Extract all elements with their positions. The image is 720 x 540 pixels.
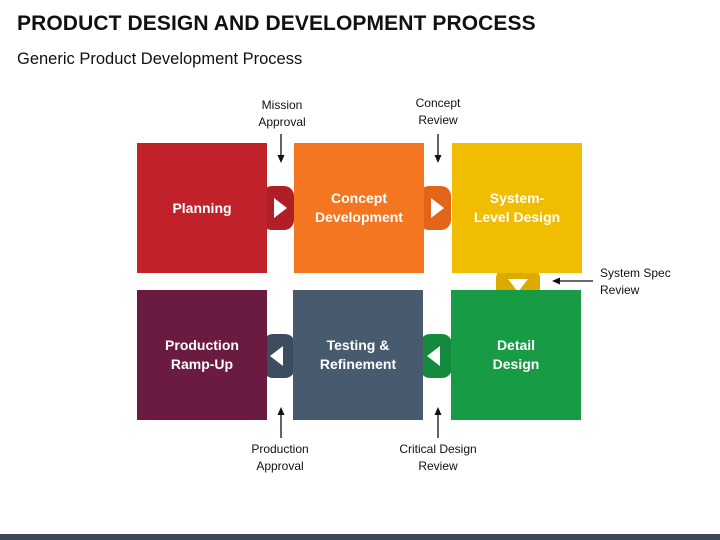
page-subtitle: Generic Product Development Process [17,50,303,68]
step-label: Detail Design [492,337,540,372]
arrow-up-icon [434,407,442,438]
connector-planning-to-concept [262,186,294,230]
page-title: PRODUCT DESIGN AND DEVELOPMENT PROCESS [17,12,536,35]
step-label: Production Ramp-Up [165,337,239,372]
connector-concept-to-system [419,186,451,230]
arrow-left-icon [427,346,440,366]
arrow-up-icon [277,407,285,438]
connector-detail-to-testing [420,334,452,378]
arrow-right-icon [431,198,444,218]
footer-bar [0,534,720,540]
step-system-level-design: System- Level Design [452,143,582,273]
step-detail-design: Detail Design [451,290,581,420]
milestone-production-approval: Production Approval [251,442,309,473]
arrow-left-icon [270,346,283,366]
step-label: Testing & Refinement [319,337,397,372]
arrow-left-icon [552,277,593,285]
arrow-down-icon [277,134,285,163]
arrow-down-icon [508,279,528,292]
step-label: System- Level Design [473,190,561,225]
milestone-concept-review: Concept Review [415,96,461,127]
milestone-mission-approval: Mission Approval [258,98,306,129]
milestone-critical-design-review: Critical Design Review [399,442,477,473]
arrow-down-icon [434,134,442,163]
connector-testing-to-production [263,334,295,378]
arrow-right-icon [274,198,287,218]
step-planning: Planning [137,143,267,273]
step-testing-refinement: Testing & Refinement [293,290,423,420]
milestone-system-spec-review: System Spec Review [600,266,671,297]
step-label: Concept Development [315,190,403,225]
step-concept-development: Concept Development [294,143,424,273]
step-label: Planning [172,199,232,216]
step-production-ramp-up: Production Ramp-Up [137,290,267,420]
